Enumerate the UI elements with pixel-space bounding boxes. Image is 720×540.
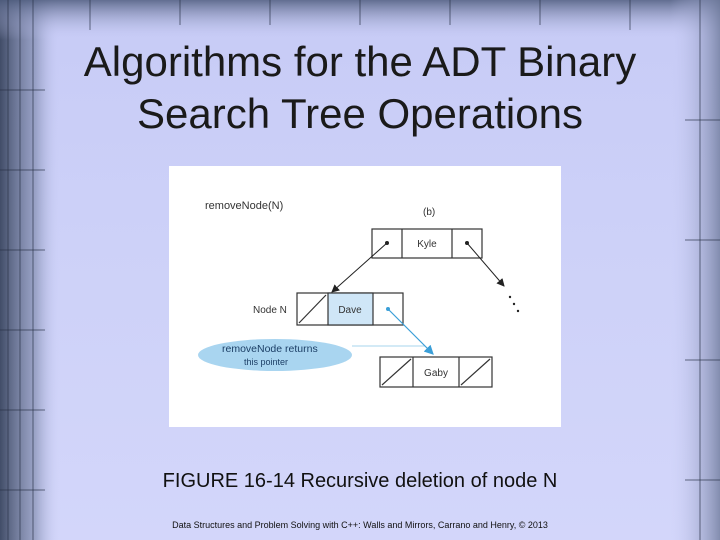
bst-deletion-diagram: removeNode(N) (b) Kyle Node N	[198, 200, 520, 388]
tree-node-root: Kyle	[371, 228, 483, 259]
callout-line-1: removeNode returns	[222, 343, 318, 355]
tree-node-n: Dave	[296, 292, 404, 326]
pointer-arrow	[466, 242, 505, 287]
null-pointer-icon	[298, 294, 327, 324]
node-value: Gaby	[424, 368, 448, 379]
copyright-footer: Data Structures and Problem Solving with…	[172, 520, 548, 530]
title-line-2: Search Tree Operations	[137, 90, 583, 137]
pointer-arrow	[331, 242, 388, 293]
node-value: Kyle	[417, 239, 437, 250]
node-n-label: Node N	[253, 305, 287, 316]
function-label: removeNode(N)	[205, 200, 283, 212]
part-label: (b)	[423, 207, 435, 218]
title-line-1: Algorithms for the ADT Binary	[83, 38, 637, 85]
null-pointer-icon	[460, 358, 491, 386]
callout-line-2: this pointer	[244, 357, 288, 367]
null-pointer-icon	[381, 358, 412, 386]
returned-pointer-arrow	[387, 308, 434, 355]
tree-node-child: Gaby	[379, 356, 493, 388]
node-value: Dave	[338, 305, 362, 316]
slide-title: Algorithms for the ADT Binary Search Tre…	[40, 36, 680, 140]
ellipsis-dots-icon	[508, 295, 520, 313]
figure-caption: FIGURE 16-14 Recursive deletion of node …	[162, 470, 558, 492]
figure-panel: removeNode(N) (b) Kyle Node N	[169, 166, 561, 427]
callout-bubble: removeNode returns this pointer	[198, 339, 352, 371]
